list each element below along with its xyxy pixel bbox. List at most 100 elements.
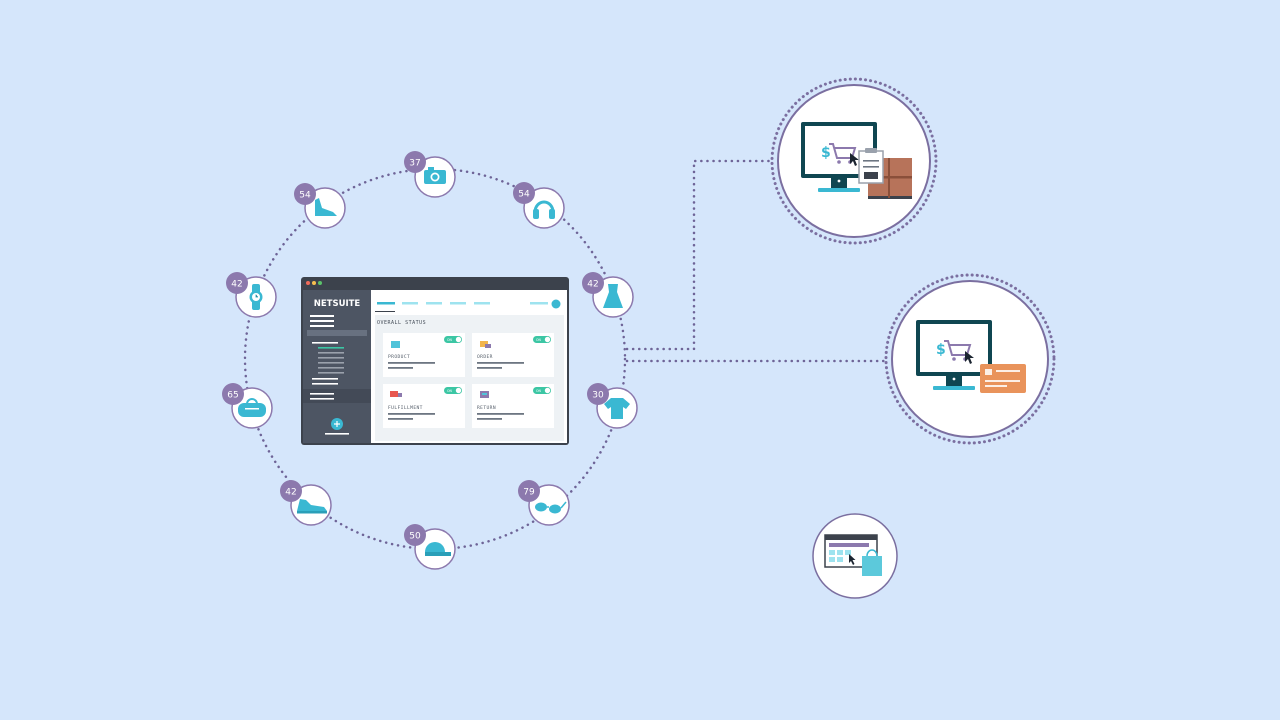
order-fulfillment-channel[interactable]: $ bbox=[770, 77, 938, 245]
cursor-icon bbox=[850, 153, 859, 166]
count-badge-text: 42 bbox=[231, 280, 242, 290]
sidebar-menu-line bbox=[310, 325, 334, 327]
toggle-label: ON bbox=[536, 338, 542, 342]
count-badge-text: 50 bbox=[409, 532, 421, 542]
tab-active[interactable] bbox=[377, 302, 395, 305]
credit-card-icon bbox=[980, 364, 1026, 393]
card-bar bbox=[477, 418, 502, 420]
card-bar bbox=[388, 413, 435, 415]
product-node-tshirt[interactable]: 30 bbox=[587, 383, 638, 429]
product-node-sneaker[interactable]: 42 bbox=[280, 480, 332, 526]
dress-icon bbox=[603, 284, 623, 308]
user-avatar[interactable] bbox=[551, 299, 561, 309]
count-badge-text: 42 bbox=[587, 280, 598, 290]
count-badge bbox=[222, 383, 244, 405]
app-logo: NETSUITE bbox=[314, 299, 361, 309]
barcode-icon bbox=[864, 172, 878, 179]
tab[interactable] bbox=[426, 302, 442, 305]
sidebar-item[interactable] bbox=[312, 383, 338, 385]
card-label: ORDER bbox=[477, 354, 493, 360]
count-badge-text: 65 bbox=[227, 391, 238, 401]
card-label: FULFILLMENT bbox=[388, 405, 423, 411]
cart-icon bbox=[944, 340, 972, 356]
count-badge bbox=[280, 480, 302, 502]
product-node-camera[interactable]: 37 bbox=[404, 151, 456, 198]
status-card-fulfillment[interactable]: FULFILLMENT ON bbox=[383, 384, 465, 428]
card-bar bbox=[477, 413, 524, 415]
sidebar-subitem[interactable] bbox=[318, 367, 344, 369]
tab[interactable] bbox=[474, 302, 490, 305]
payment-channel[interactable]: $ bbox=[884, 273, 1056, 445]
sidebar-subitem-active[interactable] bbox=[318, 347, 344, 349]
status-card-product[interactable]: PRODUCT ON bbox=[383, 333, 465, 377]
cursor-icon bbox=[849, 554, 856, 565]
window-minimize-dot bbox=[312, 281, 316, 285]
cap-icon bbox=[425, 542, 451, 556]
count-badge bbox=[582, 272, 604, 294]
sunglasses-icon bbox=[535, 501, 567, 514]
sidebar-item[interactable] bbox=[310, 393, 334, 395]
window-zoom-dot bbox=[318, 281, 322, 285]
netsuite-app-window: NETSUITE OVERALL STATUS bbox=[301, 277, 569, 445]
count-badge bbox=[404, 524, 426, 546]
computer-cart-card-icon: $ bbox=[916, 320, 1026, 393]
card-chip bbox=[985, 369, 992, 375]
count-badge bbox=[518, 480, 540, 502]
store-channel[interactable] bbox=[812, 513, 898, 599]
product-node-sunglasses[interactable]: 79 bbox=[518, 480, 570, 526]
connector-lines bbox=[625, 159, 888, 363]
card-bar bbox=[388, 418, 413, 420]
count-badge-text: 54 bbox=[518, 190, 530, 200]
count-badge bbox=[587, 383, 609, 405]
channel-outer-ring bbox=[770, 77, 938, 245]
tshirt-icon bbox=[604, 398, 630, 419]
sidebar-subitem[interactable] bbox=[318, 357, 344, 359]
monitor-camera bbox=[952, 377, 956, 381]
product-node-bag[interactable]: 65 bbox=[222, 383, 273, 429]
count-badge bbox=[294, 183, 316, 205]
product-node-headphones[interactable]: 54 bbox=[513, 182, 565, 229]
tab[interactable] bbox=[402, 302, 418, 305]
header-search-bar[interactable] bbox=[530, 302, 548, 305]
sidebar-item-selected[interactable] bbox=[307, 330, 367, 336]
monitor-base bbox=[818, 188, 860, 192]
plus-icon bbox=[334, 421, 340, 427]
card-bar bbox=[477, 367, 502, 369]
product-node-cap[interactable]: 50 bbox=[404, 524, 456, 570]
product-node-watch[interactable]: 42 bbox=[226, 272, 277, 318]
sidebar-section bbox=[303, 389, 371, 403]
shopping-bag-handle bbox=[866, 549, 878, 557]
headphones-icon bbox=[533, 200, 555, 219]
card-label: RETURN bbox=[477, 405, 496, 411]
order-icon-tag bbox=[485, 344, 491, 348]
status-card-order[interactable]: ORDER ON bbox=[472, 333, 554, 377]
sidebar-subitem[interactable] bbox=[318, 362, 344, 364]
count-badge-text: 30 bbox=[592, 391, 604, 401]
product-node-high-heel[interactable]: 54 bbox=[294, 183, 346, 229]
sidebar-item[interactable] bbox=[312, 378, 338, 380]
add-button-label bbox=[325, 433, 349, 435]
sidebar-subitem[interactable] bbox=[318, 352, 344, 354]
computer-cart-warehouse-icon: $ bbox=[801, 122, 912, 199]
toggle-label: ON bbox=[447, 338, 453, 342]
count-badge-text: 79 bbox=[523, 488, 535, 498]
sidebar-item[interactable] bbox=[312, 342, 338, 344]
monitor-neck bbox=[946, 376, 962, 386]
sidebar-menu-line bbox=[310, 320, 334, 322]
window-close-dot bbox=[306, 281, 310, 285]
shopping-bag-icon bbox=[862, 556, 882, 576]
bag-icon bbox=[238, 398, 266, 417]
tab[interactable] bbox=[450, 302, 466, 305]
cart-icon bbox=[829, 143, 857, 159]
status-title: OVERALL STATUS bbox=[377, 320, 426, 326]
count-badge-text: 54 bbox=[299, 191, 311, 201]
sidebar-item[interactable] bbox=[310, 398, 334, 400]
product-node-dress[interactable]: 42 bbox=[582, 272, 634, 318]
status-card-return[interactable]: RETURN ON bbox=[472, 384, 554, 428]
count-badge-text: 42 bbox=[285, 488, 296, 498]
monitor-neck bbox=[831, 178, 847, 188]
connector-line-top bbox=[625, 159, 773, 351]
cursor-icon bbox=[965, 351, 974, 364]
sidebar-subitem[interactable] bbox=[318, 372, 344, 374]
dollar-sign: $ bbox=[821, 145, 831, 161]
